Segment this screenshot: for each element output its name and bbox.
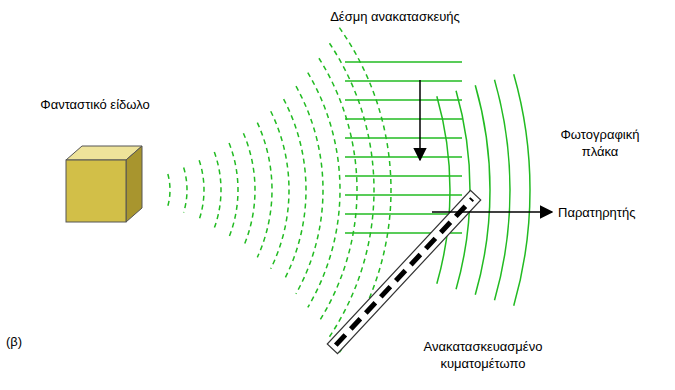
beam-line — [345, 80, 462, 82]
virtual-wavefront — [184, 168, 187, 213]
label: Παρατηρητής — [558, 204, 635, 221]
virtual-wavefront — [257, 123, 272, 258]
virtual-image-cube — [66, 146, 142, 222]
virtual-wavefront — [243, 133, 255, 247]
beam-line — [345, 213, 462, 215]
virtual-wavefront — [329, 43, 374, 336]
label: Δέσμη ανακατασκευής — [330, 8, 460, 25]
beam-line — [345, 175, 462, 177]
beam-line — [345, 99, 462, 101]
beam-arrow — [419, 80, 421, 160]
virtual-wavefront — [296, 86, 323, 294]
reconstruction-beam — [345, 62, 462, 233]
beam-line — [345, 61, 462, 63]
label: Φανταστικό είδωλο — [40, 96, 150, 113]
label: Φωτογραφική πλάκα — [545, 126, 655, 160]
beam-line — [345, 156, 462, 158]
reconstructed-wavefront — [495, 80, 510, 301]
reconstructed-wavefront — [514, 74, 530, 306]
observer-arrow — [432, 211, 552, 213]
beam-line — [345, 194, 462, 196]
wavefronts — [168, 28, 530, 353]
virtual-wavefront — [308, 73, 340, 308]
beam-line — [345, 137, 462, 139]
label: (β) — [6, 333, 22, 350]
reconstructed-wavefront — [437, 96, 450, 283]
reconstructed-wavefront — [475, 85, 490, 294]
virtual-wavefront — [199, 160, 204, 220]
virtual-wavefront — [214, 152, 221, 228]
virtual-wavefront — [168, 174, 170, 206]
beam-line — [345, 118, 462, 120]
virtual-wavefront — [229, 143, 238, 237]
virtual-wavefront — [271, 111, 289, 269]
virtual-wavefront — [319, 58, 357, 321]
photographic-plate — [327, 190, 480, 353]
virtual-wavefront — [284, 99, 306, 281]
label: Ανακατασκευασμένο κυματομέτωπο — [408, 338, 558, 372]
reconstructed-wavefront — [456, 91, 470, 289]
